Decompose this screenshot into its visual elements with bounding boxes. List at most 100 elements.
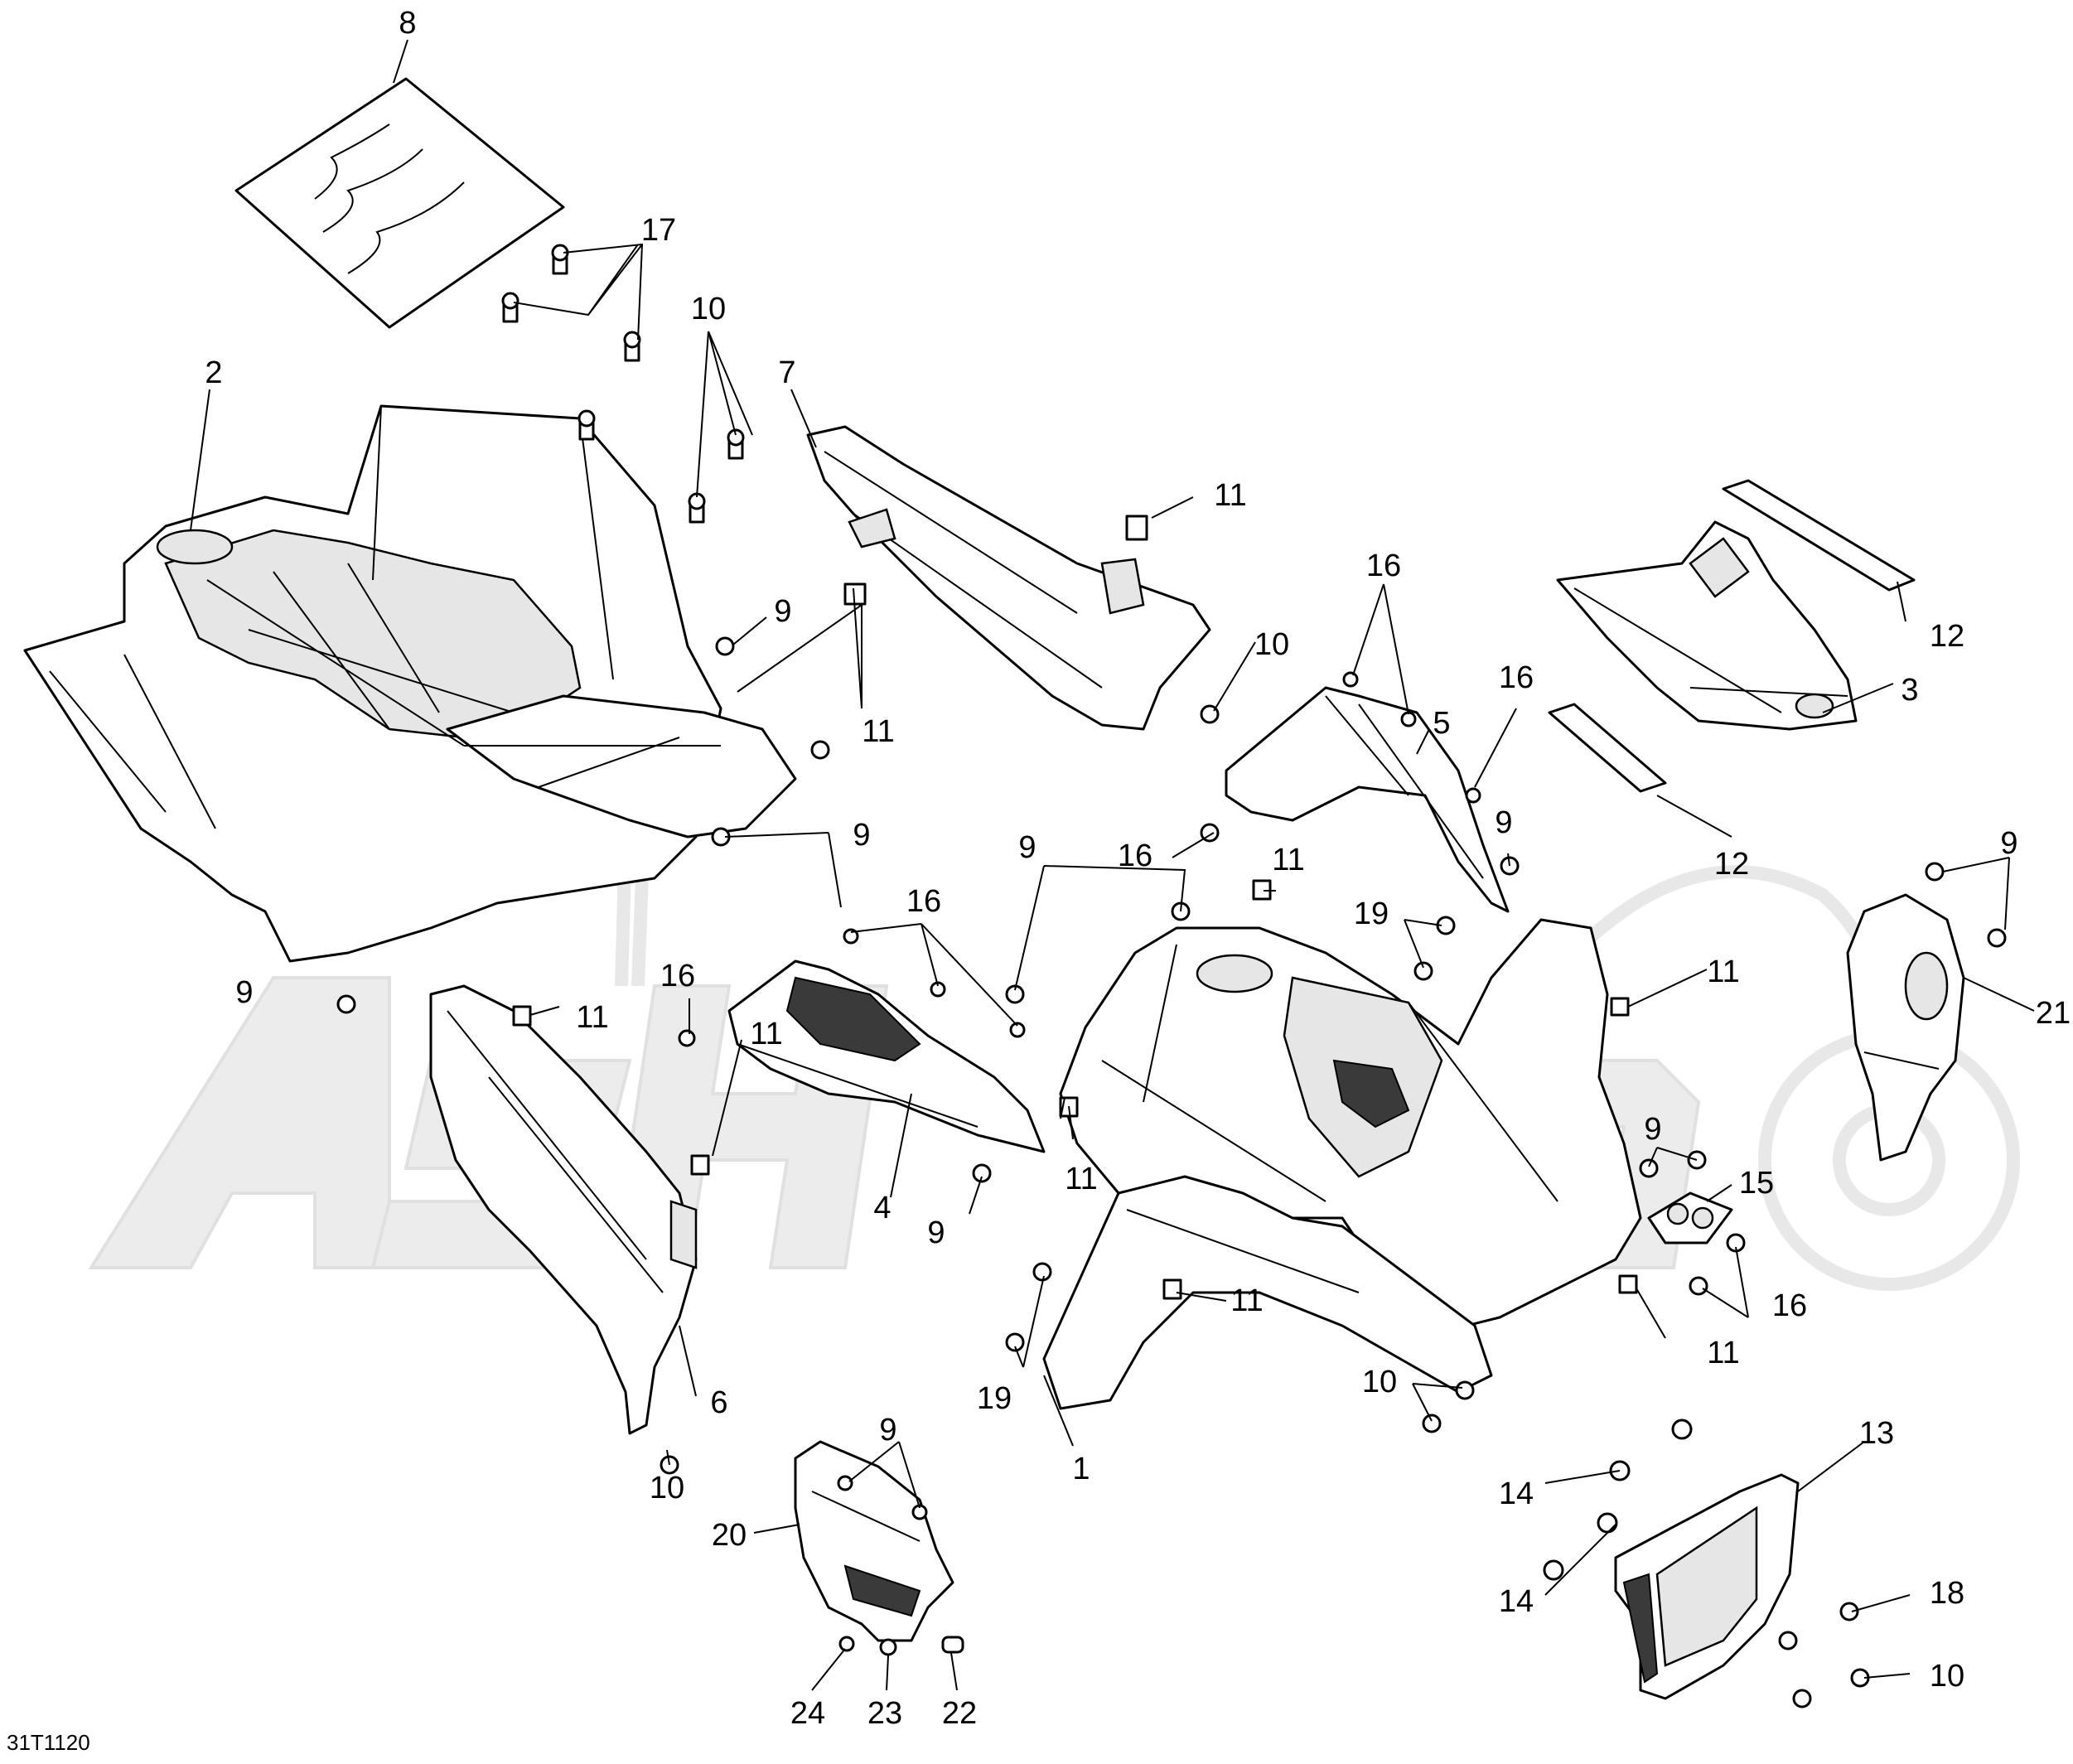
- callout-6: 6: [710, 1385, 727, 1420]
- callout-17: 17: [641, 213, 676, 248]
- nut: [1543, 1559, 1564, 1581]
- bolt: [623, 331, 641, 362]
- callout-14: 14: [1499, 1584, 1534, 1619]
- clip: [941, 1636, 964, 1654]
- bolt: [1009, 1022, 1026, 1038]
- callout-9: 9: [879, 1413, 896, 1447]
- front-body-part: [1042, 918, 1642, 1410]
- callout-10: 10: [691, 292, 726, 326]
- callout-16: 16: [1772, 1288, 1807, 1323]
- left-side-panel-part: [806, 425, 1211, 731]
- callout-10: 10: [1930, 1659, 1964, 1694]
- callout-9: 9: [1018, 830, 1036, 865]
- callout-labels: 8 17 10 2 7 11 9 11 9 10 16 5 16 16 9 12…: [7, 6, 2071, 1755]
- callout-22: 22: [942, 1696, 977, 1731]
- bolt: [336, 994, 356, 1014]
- callout-1: 1: [1072, 1452, 1090, 1486]
- left-lower-panel-part: [429, 984, 698, 1435]
- bolt: [1005, 984, 1025, 1004]
- callout-19: 19: [977, 1381, 1012, 1416]
- callout-9: 9: [774, 594, 791, 629]
- callout-16: 16: [660, 959, 695, 993]
- callout-11: 11: [1707, 954, 1739, 989]
- bolt: [810, 740, 830, 760]
- bolt: [837, 1475, 853, 1491]
- callout-9: 9: [1644, 1112, 1661, 1147]
- bolt: [930, 981, 946, 998]
- speed-nut: [690, 1154, 710, 1176]
- callout-12: 12: [1930, 619, 1964, 654]
- bolt: [715, 636, 735, 656]
- rear-body-part: [23, 404, 797, 963]
- foam-strip-lower-part: [1548, 703, 1667, 793]
- speed-nut: [1610, 997, 1630, 1017]
- callout-9: 9: [235, 975, 253, 1010]
- bolt: [1422, 1414, 1442, 1433]
- side-cover-part: [1846, 893, 1965, 1162]
- nut: [1671, 1418, 1693, 1440]
- bolt: [1400, 711, 1417, 727]
- decal-sheet-part: [234, 77, 565, 329]
- bolt: [688, 492, 706, 524]
- callout-19: 19: [1354, 896, 1389, 931]
- washer: [879, 1638, 897, 1656]
- callout-16: 16: [1366, 549, 1401, 583]
- callout-11: 11: [1230, 1283, 1263, 1318]
- foam-strip-upper-part: [1722, 479, 1916, 592]
- callout-9: 9: [1495, 805, 1512, 840]
- callout-2: 2: [205, 355, 222, 390]
- leader-lines: [190, 39, 2035, 1691]
- top-cover-part: [1556, 520, 1858, 731]
- bolt: [678, 1029, 696, 1047]
- bolt: [1987, 928, 2007, 948]
- callout-9: 9: [853, 818, 870, 853]
- callout-20: 20: [712, 1518, 747, 1553]
- callout-11: 11: [1272, 843, 1304, 877]
- bolt: [972, 1163, 992, 1183]
- callout-16: 16: [1499, 660, 1534, 695]
- bolt: [1778, 1631, 1798, 1650]
- cover-plate-part: [794, 1440, 954, 1642]
- callout-23: 23: [867, 1696, 902, 1731]
- speed-nut: [1162, 1278, 1182, 1300]
- bolt: [1639, 1158, 1659, 1178]
- callout-21: 21: [2036, 996, 2071, 1031]
- callout-10: 10: [1254, 627, 1289, 662]
- speed-nut: [1618, 1274, 1638, 1294]
- callout-11: 11: [1214, 478, 1246, 513]
- callout-13: 13: [1859, 1416, 1894, 1451]
- callout-7: 7: [778, 355, 795, 390]
- callout-8: 8: [399, 6, 416, 41]
- speed-nut: [512, 1005, 532, 1027]
- callout-24: 24: [790, 1696, 825, 1731]
- callout-14: 14: [1499, 1476, 1534, 1511]
- bolt: [501, 292, 519, 323]
- callout-5: 5: [1433, 706, 1450, 741]
- callout-12: 12: [1714, 847, 1749, 882]
- bolt: [1792, 1689, 1812, 1708]
- bolt: [1005, 1332, 1025, 1352]
- callout-11: 11: [862, 714, 894, 749]
- left-inner-panel-part: [727, 959, 1046, 1153]
- bolt: [727, 428, 745, 460]
- callout-11: 11: [750, 1017, 782, 1051]
- bolt: [551, 244, 569, 275]
- callout-11: 11: [1707, 1336, 1739, 1370]
- nut: [1597, 1512, 1618, 1534]
- bolt: [1342, 671, 1359, 688]
- callout-18: 18: [1930, 1576, 1964, 1611]
- bolt: [843, 928, 859, 945]
- callout-15: 15: [1739, 1166, 1774, 1201]
- callout-10: 10: [1362, 1365, 1397, 1399]
- callout-11: 11: [576, 1000, 608, 1035]
- callout-16: 16: [906, 884, 941, 919]
- figure-code: 31T1120: [7, 1730, 90, 1755]
- right-rear-panel-part: [1225, 686, 1510, 913]
- bolt: [1925, 862, 1945, 882]
- bolt: [1465, 787, 1481, 804]
- bolt: [1032, 1262, 1052, 1282]
- callout-9: 9: [2000, 826, 2017, 861]
- fastener-group: [336, 244, 2007, 1708]
